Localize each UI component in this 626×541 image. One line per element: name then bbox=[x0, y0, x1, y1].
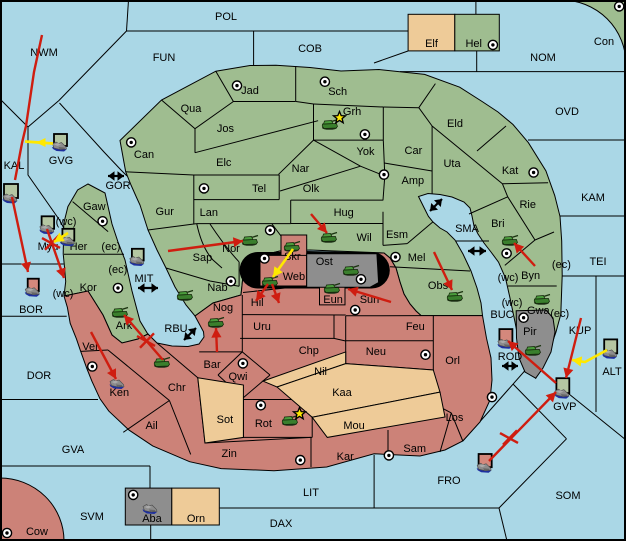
svg-text:Nar: Nar bbox=[292, 163, 310, 175]
svg-text:SVM: SVM bbox=[80, 511, 104, 523]
svg-text:KAM: KAM bbox=[581, 192, 605, 204]
svg-text:(ec): (ec) bbox=[552, 259, 571, 271]
svg-text:Nab: Nab bbox=[207, 282, 227, 294]
svg-text:Ail: Ail bbox=[145, 420, 157, 432]
svg-text:Bri: Bri bbox=[491, 218, 504, 230]
svg-text:RBU: RBU bbox=[164, 323, 187, 335]
svg-text:GVA: GVA bbox=[62, 444, 85, 456]
svg-text:(wc): (wc) bbox=[56, 216, 77, 228]
svg-text:Orn: Orn bbox=[187, 513, 205, 525]
svg-text:COB: COB bbox=[298, 43, 322, 55]
svg-text:Eld: Eld bbox=[447, 118, 463, 130]
svg-text:Obs: Obs bbox=[428, 280, 449, 292]
svg-text:(ec): (ec) bbox=[550, 308, 569, 320]
svg-text:Ken: Ken bbox=[110, 387, 130, 399]
svg-text:Feu: Feu bbox=[406, 321, 425, 333]
svg-text:Con: Con bbox=[594, 36, 614, 48]
svg-text:Pir: Pir bbox=[523, 326, 537, 338]
svg-text:Can: Can bbox=[134, 149, 154, 161]
svg-text:Ver: Ver bbox=[82, 341, 99, 353]
svg-text:SMA: SMA bbox=[455, 223, 480, 235]
svg-text:Sam: Sam bbox=[403, 443, 426, 455]
svg-text:(wc): (wc) bbox=[53, 288, 74, 300]
svg-text:Qwi: Qwi bbox=[229, 371, 248, 383]
svg-text:Kaa: Kaa bbox=[332, 387, 352, 399]
svg-text:Ost: Ost bbox=[316, 256, 333, 268]
svg-text:Grh: Grh bbox=[343, 106, 361, 118]
svg-text:Gur: Gur bbox=[156, 206, 175, 218]
svg-text:GVG: GVG bbox=[49, 155, 73, 167]
svg-text:Sch: Sch bbox=[328, 86, 347, 98]
svg-text:NOM: NOM bbox=[530, 52, 556, 64]
svg-text:(ec): (ec) bbox=[101, 241, 120, 253]
svg-text:Chp: Chp bbox=[299, 345, 319, 357]
svg-text:FRO: FRO bbox=[437, 475, 461, 487]
svg-text:Uta: Uta bbox=[443, 158, 461, 170]
svg-text:KAL: KAL bbox=[4, 160, 25, 172]
svg-text:Kar: Kar bbox=[337, 451, 354, 463]
svg-text:BOR: BOR bbox=[19, 304, 43, 316]
svg-text:Chr: Chr bbox=[168, 382, 186, 394]
svg-text:Bar: Bar bbox=[204, 359, 221, 371]
svg-text:Mou: Mou bbox=[343, 420, 364, 432]
svg-text:(ec): (ec) bbox=[108, 264, 127, 276]
svg-text:DOR: DOR bbox=[27, 370, 52, 382]
svg-text:Jos: Jos bbox=[217, 123, 235, 135]
svg-text:Lan: Lan bbox=[200, 207, 218, 219]
svg-text:Esm: Esm bbox=[386, 229, 408, 241]
svg-text:Byn: Byn bbox=[521, 270, 540, 282]
svg-text:Yok: Yok bbox=[357, 146, 375, 158]
svg-text:Jad: Jad bbox=[241, 85, 259, 97]
svg-text:Elf: Elf bbox=[425, 38, 439, 50]
svg-text:Hil: Hil bbox=[251, 297, 264, 309]
svg-text:Olk: Olk bbox=[303, 183, 320, 195]
svg-text:Hel: Hel bbox=[465, 38, 482, 50]
svg-text:SOM: SOM bbox=[555, 490, 580, 502]
svg-text:Gwa: Gwa bbox=[527, 305, 551, 317]
svg-text:FUN: FUN bbox=[153, 52, 176, 64]
svg-text:Nil: Nil bbox=[314, 366, 327, 378]
svg-text:OVD: OVD bbox=[555, 106, 579, 118]
svg-text:MIT: MIT bbox=[135, 273, 154, 285]
svg-text:Neu: Neu bbox=[366, 346, 386, 358]
svg-text:Los: Los bbox=[446, 412, 464, 424]
svg-text:Nog: Nog bbox=[213, 302, 233, 314]
svg-text:Sot: Sot bbox=[217, 414, 234, 426]
svg-text:Rot: Rot bbox=[255, 418, 272, 430]
svg-text:Tel: Tel bbox=[252, 183, 266, 195]
svg-text:Amp: Amp bbox=[401, 175, 424, 187]
svg-text:KUP: KUP bbox=[569, 325, 592, 337]
svg-text:Eun: Eun bbox=[323, 294, 343, 306]
svg-text:TEI: TEI bbox=[589, 256, 606, 268]
svg-text:Sap: Sap bbox=[193, 252, 213, 264]
svg-text:Car: Car bbox=[405, 145, 423, 157]
svg-text:Uru: Uru bbox=[253, 321, 271, 333]
svg-text:GOR: GOR bbox=[105, 180, 130, 192]
svg-text:LIT: LIT bbox=[303, 487, 319, 499]
svg-text:ALT: ALT bbox=[602, 366, 622, 378]
svg-text:(wc): (wc) bbox=[502, 297, 523, 309]
svg-text:Gaw: Gaw bbox=[83, 201, 106, 213]
svg-text:Kat: Kat bbox=[502, 165, 519, 177]
svg-text:Wil: Wil bbox=[356, 232, 371, 244]
svg-text:Web: Web bbox=[283, 271, 305, 283]
svg-text:Kor: Kor bbox=[80, 282, 97, 294]
svg-text:Hug: Hug bbox=[334, 207, 354, 219]
svg-text:Zin: Zin bbox=[222, 448, 237, 460]
svg-text:NWM: NWM bbox=[30, 47, 58, 59]
svg-text:Qua: Qua bbox=[181, 103, 203, 115]
svg-text:Cow: Cow bbox=[26, 526, 48, 538]
svg-text:Mel: Mel bbox=[408, 252, 426, 264]
svg-text:POL: POL bbox=[215, 11, 237, 23]
svg-text:BUC: BUC bbox=[490, 309, 513, 321]
svg-text:Rie: Rie bbox=[519, 199, 536, 211]
svg-text:Elc: Elc bbox=[216, 157, 232, 169]
svg-text:Aba: Aba bbox=[142, 513, 162, 525]
svg-text:DAX: DAX bbox=[270, 518, 293, 530]
svg-text:Orl: Orl bbox=[445, 355, 460, 367]
svg-text:(wc): (wc) bbox=[498, 272, 519, 284]
svg-text:GVP: GVP bbox=[553, 401, 576, 413]
svg-text:ROD: ROD bbox=[498, 351, 523, 363]
